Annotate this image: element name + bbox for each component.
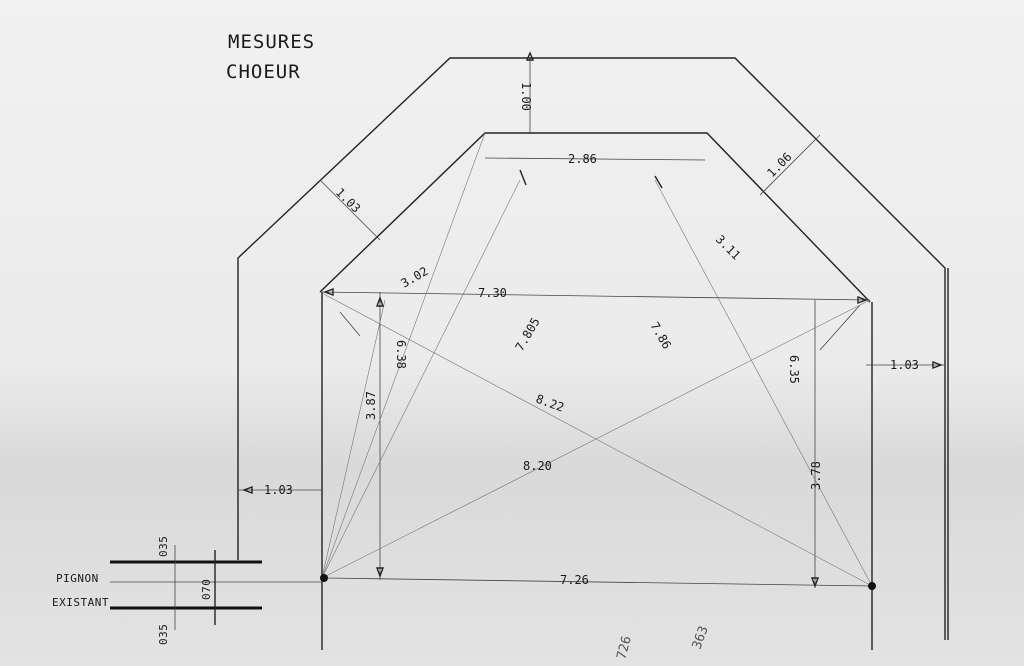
inner-wall-outline bbox=[319, 132, 871, 303]
arrow-right-height-bottom bbox=[810, 577, 820, 588]
dim-right-slant: 3.11 bbox=[713, 232, 743, 262]
tick-inner-top-1 bbox=[519, 169, 527, 186]
dim-left-slant: 3.02 bbox=[399, 264, 431, 291]
diagonal-inner-left bbox=[321, 132, 486, 579]
note-line-1: 726 bbox=[614, 634, 635, 661]
point-bottom-left bbox=[320, 574, 328, 582]
tick-inner-top-2 bbox=[654, 175, 663, 189]
label-existant: EXISTANT bbox=[52, 596, 109, 609]
left-wall-thickness-line bbox=[319, 179, 381, 241]
dim-pignon-mid: 070 bbox=[200, 579, 213, 600]
diagonal-mid bbox=[321, 179, 521, 579]
title-line-2: CHOEUR bbox=[226, 61, 301, 83]
arrow-width-left bbox=[323, 287, 334, 297]
right-tick bbox=[819, 304, 861, 351]
dim-top-thickness: 1.00 bbox=[519, 82, 533, 111]
dim-inner-top: 2.86 bbox=[568, 152, 597, 166]
arrow-left-height-bottom bbox=[375, 567, 385, 578]
dim-diagonal-2: 7.86 bbox=[647, 320, 674, 352]
left-tick bbox=[339, 311, 361, 337]
diagonal-inner-right bbox=[654, 179, 873, 587]
dim-pignon-bottom: 035 bbox=[157, 624, 170, 645]
right-wall-thickness-line bbox=[759, 134, 821, 196]
arrow-width-right bbox=[857, 295, 868, 305]
dim-right-side-thickness: 1.03 bbox=[890, 358, 919, 372]
dim-diagonal-1: 7.805 bbox=[512, 315, 542, 353]
dim-diagonal-4: 8.20 bbox=[523, 459, 552, 473]
dim-pignon-top: 035 bbox=[157, 536, 170, 557]
dim-left-wall-thickness: 1.03 bbox=[333, 185, 363, 215]
inner-top-line bbox=[484, 157, 706, 161]
dim-left-height-b: 3.87 bbox=[364, 391, 378, 420]
arrow-top bbox=[525, 51, 535, 61]
dim-width-bottom: 7.26 bbox=[560, 573, 589, 587]
outer-wall-outline bbox=[237, 57, 946, 640]
diagonal-short bbox=[321, 299, 386, 579]
dim-width-top: 7.30 bbox=[478, 286, 507, 300]
dim-left-height-a: 6.38 bbox=[394, 340, 408, 369]
title-line-1: MESURES bbox=[228, 31, 315, 53]
arrow-right-side bbox=[932, 360, 943, 370]
diagonal-long-2 bbox=[321, 299, 871, 579]
dim-diagonal-3: 8.22 bbox=[534, 392, 566, 415]
arrow-left-side bbox=[242, 485, 253, 495]
point-bottom-right bbox=[868, 582, 876, 590]
dim-right-height-b: 3.78 bbox=[809, 461, 823, 490]
width-bottom-line bbox=[324, 577, 873, 587]
label-pignon: PIGNON bbox=[56, 572, 99, 585]
width-top-line bbox=[319, 291, 871, 301]
dim-right-height-a: 6.35 bbox=[787, 355, 801, 384]
note-line-2: 363 bbox=[690, 624, 712, 651]
dim-left-side-thickness: 1.03 bbox=[264, 483, 293, 497]
arrow-left-height-top bbox=[375, 296, 385, 307]
